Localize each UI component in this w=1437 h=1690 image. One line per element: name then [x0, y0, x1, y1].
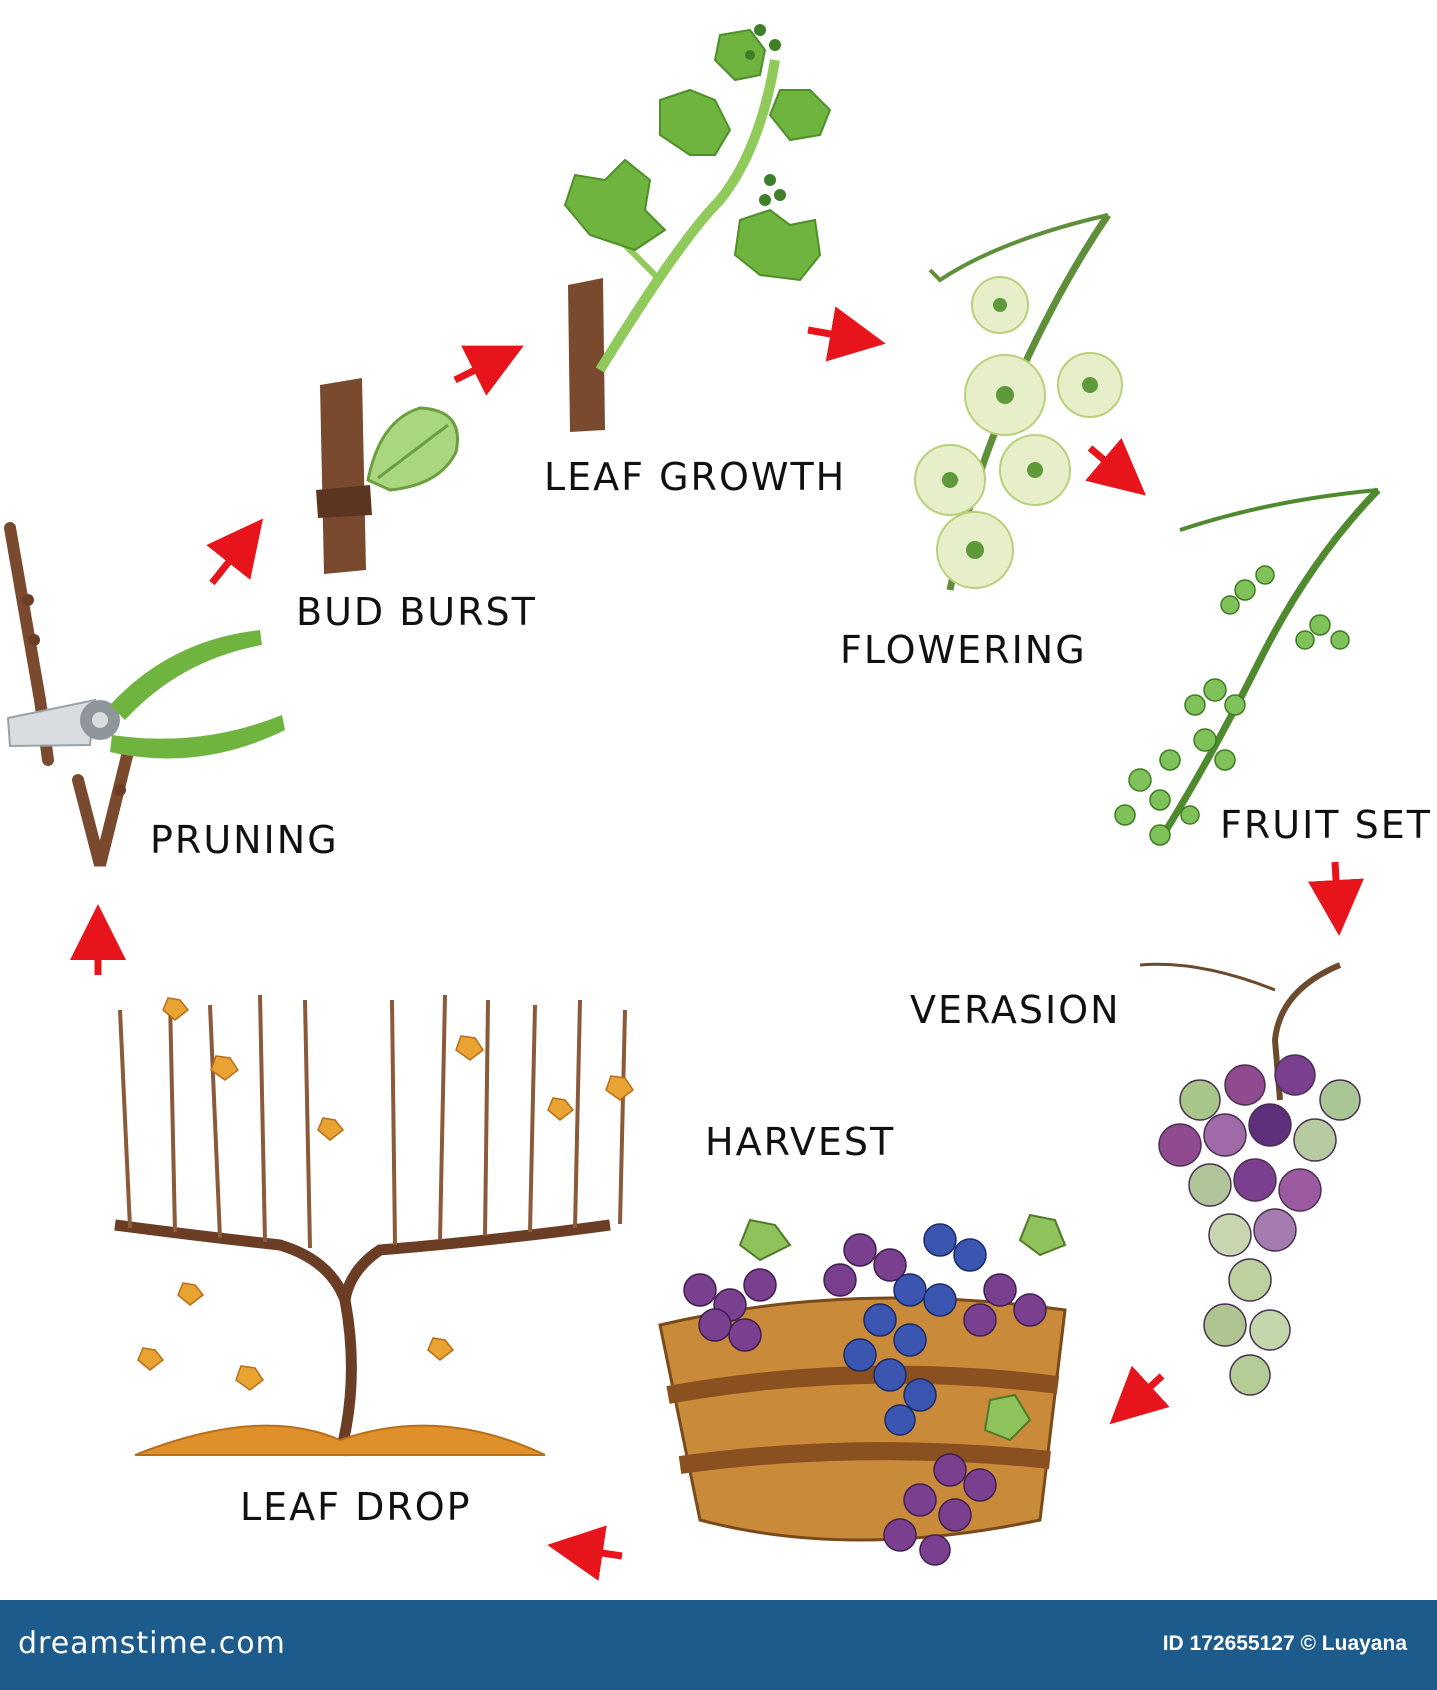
- leaf-5: [713, 28, 767, 82]
- image-credit: ID 172655127 © Luayana: [1162, 1632, 1407, 1655]
- arrow-verasion-to-harvest: [1109, 1365, 1170, 1425]
- fruit-set-illustration: [1114, 487, 1381, 846]
- stage-label-flowering: FLOWERING: [840, 628, 1087, 672]
- leaf-2: [733, 208, 822, 282]
- arrow-harvest-to-leafdrop: [547, 1525, 623, 1581]
- stock-footer-bar: dreamstime.com ID 172655127 © Luayana: [0, 1600, 1437, 1690]
- arrow-pruning-to-budburst: [206, 518, 264, 586]
- arrow-leafgrowth-to-flowering: [807, 306, 886, 362]
- stage-label-bud-burst: BUD BURST: [296, 590, 537, 634]
- stage-label-leaf-drop: LEAF DROP: [240, 1485, 472, 1529]
- leaf-3: [659, 88, 732, 156]
- bud-burst-illustration: [316, 378, 459, 574]
- arrow-flowering-to-fruitset: [1085, 437, 1147, 496]
- stock-brand-logo: dreamstime.com: [18, 1626, 286, 1661]
- harvest-illustration: [658, 1213, 1067, 1566]
- grapevine-cycle-illustration: [4, 24, 1381, 1581]
- leaf-1: [563, 158, 667, 252]
- stage-label-harvest: HARVEST: [705, 1120, 896, 1164]
- leaf-growth-illustration: [563, 24, 832, 432]
- stage-label-pruning: PRUNING: [150, 818, 339, 862]
- pruning-illustration: [4, 522, 285, 867]
- flowering-illustration: [914, 213, 1123, 591]
- arrow-fruitset-to-verasion: [1308, 861, 1364, 936]
- cycle-arrows: [70, 306, 1364, 1581]
- stage-label-leaf-growth: LEAF GROWTH: [544, 455, 847, 499]
- stage-label-fruit-set: FRUIT SET: [1220, 803, 1432, 847]
- stage-label-verasion: VERASION: [910, 988, 1121, 1032]
- arrow-budburst-to-leafgrowth: [453, 345, 524, 396]
- verasion-illustration: [1139, 962, 1361, 1396]
- leaf-4: [768, 89, 832, 142]
- leaf-drop-illustration: [114, 994, 635, 1457]
